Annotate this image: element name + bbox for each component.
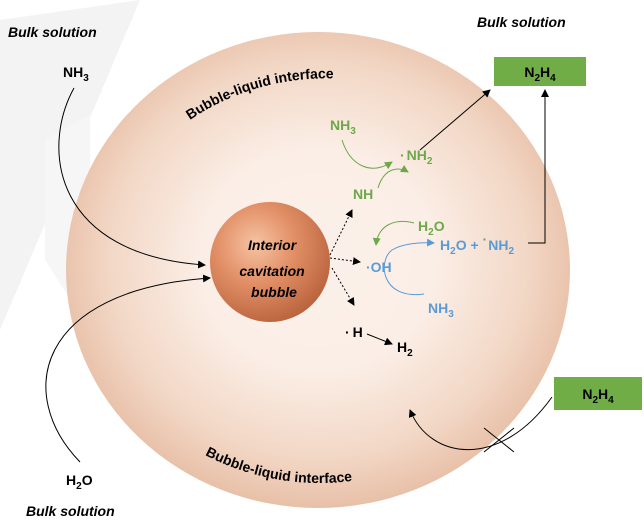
species-h2: H2: [397, 339, 413, 359]
species-n2h4-right: N2H4: [582, 386, 614, 406]
arrow-nh2-blue-to-n2h4: [528, 89, 549, 244]
interior-label: Interior cavitation bubble: [239, 237, 308, 300]
arrow-h2o-to-bubble: [45, 274, 211, 463]
species-nh3-green: NH3: [330, 117, 356, 137]
dotted-arrow-to-oh: [329, 257, 361, 266]
species-nh3-blue: NH3: [428, 300, 454, 320]
species-nh2-radical-green: ·NH2: [400, 147, 433, 167]
species-h2o-bulk: H2O: [66, 472, 93, 492]
dotted-arrow-to-h: [331, 267, 355, 306]
arrow-nh3-to-bubble: [58, 87, 206, 269]
species-n2h4-top: N2H4: [524, 64, 556, 84]
arrow-oh-nh3-to-products: [383, 238, 435, 296]
bulk-solution-label-top-right: Bulk solution: [477, 14, 566, 30]
block-cross-line: [483, 427, 515, 453]
species-h2o-green: H2O: [418, 218, 445, 238]
n2h4-box-right: [554, 377, 642, 410]
species-oh-radical: ·OH: [366, 259, 392, 275]
interior-cavitation-bubble: [210, 202, 330, 322]
species-nh-green: NH: [353, 186, 373, 202]
arrow-nh3-to-nh2: [341, 139, 393, 170]
species-h2o-plus-nh2: H2O + ·NH2: [440, 231, 514, 257]
bulk-solution-label-top-left: Bulk solution: [8, 24, 97, 40]
bulk-solution-label-bottom-left: Bulk solution: [26, 503, 115, 519]
species-nh3-bulk: NH3: [63, 64, 89, 84]
n2h4-box-top: [494, 57, 586, 86]
arrow-h-to-h2: [366, 333, 393, 346]
dotted-arrow-to-nh: [329, 209, 353, 256]
arrow-nh-to-nh2: [377, 164, 409, 189]
arrow-nh2-to-n2h4: [419, 89, 491, 151]
species-h-radical: ·H: [345, 324, 363, 340]
arrow-n2h4-blocked: [408, 396, 553, 450]
arrow-h2o-green: [372, 221, 415, 246]
